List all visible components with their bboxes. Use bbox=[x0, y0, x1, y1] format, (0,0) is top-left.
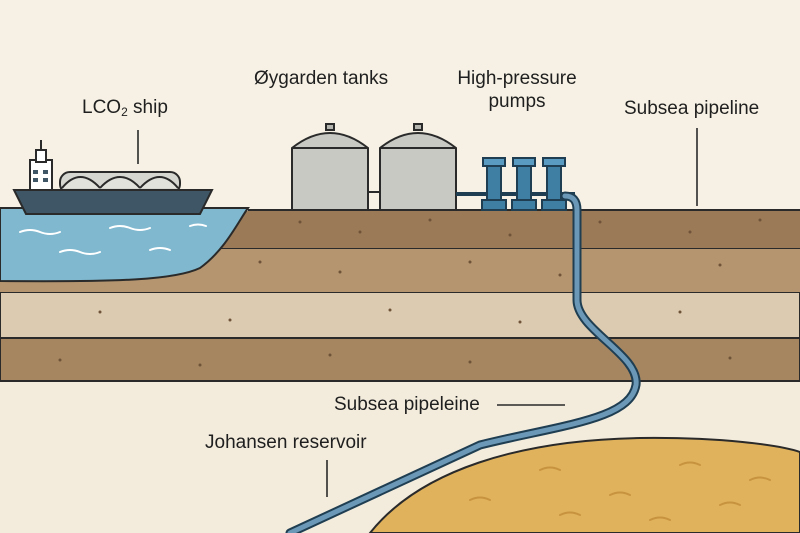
high-pressure-pumps bbox=[456, 157, 575, 211]
lco2-ship bbox=[12, 140, 214, 215]
sea-waves bbox=[19, 223, 207, 255]
label-subsea-pipeline-mid: Subsea pipeleine bbox=[334, 394, 480, 415]
label-oygarden-tanks: Øygarden tanks bbox=[254, 68, 389, 89]
ship-cargo-tanks bbox=[59, 171, 181, 195]
sea bbox=[0, 207, 250, 283]
oygarden-tanks bbox=[291, 123, 457, 211]
label-johansen-reservoir: Johansen reservoir bbox=[205, 432, 367, 453]
label-subsea-pipeline-top: Subsea pipeline bbox=[624, 98, 760, 119]
reservoir-texture bbox=[469, 461, 771, 521]
layer-dark bbox=[0, 337, 800, 382]
label-high-pressure-pumps: High-pressure pumps bbox=[457, 68, 577, 112]
leader-lines bbox=[137, 128, 698, 497]
layer-beige bbox=[0, 291, 800, 339]
label-lco2-ship: LCO2 ship bbox=[82, 97, 168, 119]
